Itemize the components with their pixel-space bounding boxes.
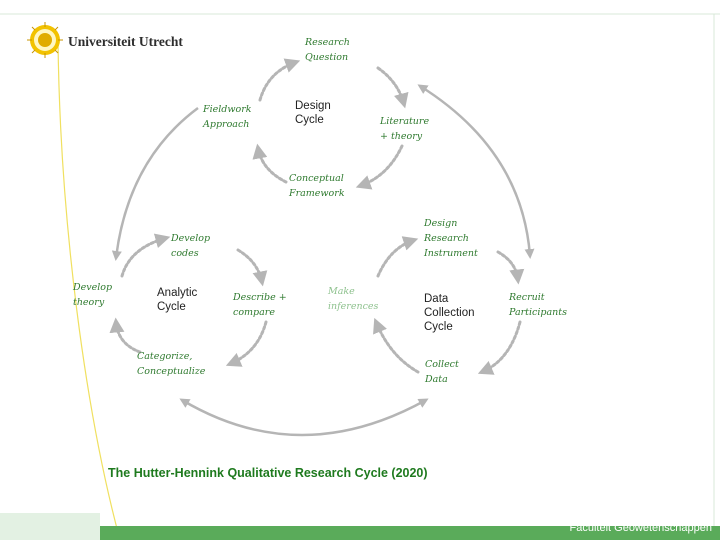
analytic-cycle-label: Analytic Cycle — [157, 287, 198, 313]
step-research-question: Research Question — [305, 37, 350, 63]
data-arrow-collect-to-inferences — [373, 317, 420, 374]
data-arrow-inferences-to-instrument — [376, 236, 419, 278]
design-arrow-question-to-literature — [376, 66, 409, 109]
diagram-title: The Hutter-Hennink Qualitative Research … — [108, 466, 428, 480]
step-make-inferences: Make inferences — [328, 286, 379, 312]
footer-bar — [100, 526, 720, 540]
arrow-design-data-link — [417, 84, 535, 259]
analytic-arrow-codes-to-describe — [236, 248, 268, 287]
step-recruit-participants: Recruit Participants — [509, 292, 567, 318]
arrow-design-to-analytic — [111, 106, 199, 261]
sun-seal-logo — [27, 22, 63, 58]
step-collect-data: Collect Data — [425, 359, 459, 385]
footer-faculty-name: Faculteit Geowetenschappen — [569, 522, 712, 534]
step-describe-compare: Describe + compare — [233, 292, 287, 318]
data-arrow-recruit-to-collect — [477, 320, 522, 375]
step-design-research-instrument: Design Research Instrument — [424, 218, 478, 259]
step-categorize-conceptualize: Categorize, Conceptualize — [137, 351, 206, 377]
step-fieldwork-approach: Fieldwork Approach — [203, 104, 252, 130]
design-arrow-framework-to-fieldwork — [252, 143, 288, 184]
decorative-yellow-curve — [57, 39, 121, 540]
design-arrow-fieldwork-to-question — [258, 58, 301, 102]
step-conceptual-framework: Conceptual Framework — [289, 173, 345, 199]
design-cycle-label: Design Cycle — [295, 100, 331, 126]
arrow-analytic-data-link — [179, 398, 429, 437]
footer-light-band — [0, 513, 100, 540]
university-name: Universiteit Utrecht — [68, 34, 183, 49]
data-arrow-instrument-to-recruit — [496, 250, 525, 285]
step-develop-theory: Develop theory — [73, 282, 113, 308]
step-develop-codes: Develop codes — [171, 233, 211, 259]
analytic-arrow-categorize-to-theory — [109, 317, 142, 354]
analytic-arrow-describe-to-categorize — [225, 320, 268, 367]
data-collection-cycle-label: Data Collection Cycle — [424, 293, 475, 333]
step-literature-theory: Literature + theory — [380, 116, 430, 142]
design-arrow-literature-to-framework — [355, 144, 404, 190]
analytic-arrow-theory-to-codes — [120, 233, 171, 278]
